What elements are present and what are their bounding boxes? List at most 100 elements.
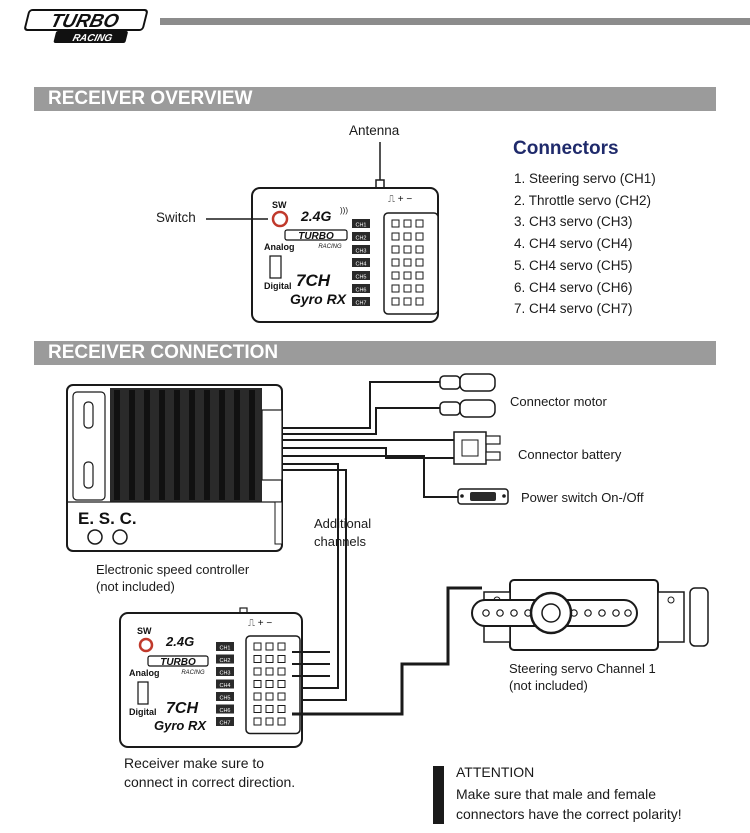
channel-tag-text: CH1 [355, 223, 366, 229]
steering-servo [471, 579, 709, 651]
esc-unit: E. S. C. [66, 384, 283, 552]
header-pin [415, 245, 424, 254]
receiver-sw-label: SW [137, 626, 152, 636]
horn-hole [598, 609, 606, 617]
horn-hole [482, 609, 490, 617]
receiver-connection-diagram: E. S. C. SW 2.4G TURBO [66, 373, 709, 748]
header-pin [415, 297, 424, 306]
header-pin [265, 667, 274, 676]
receiver-overview-diagram: SW 2.4G ))) TURBO RACING Analog Digital … [206, 142, 439, 323]
receiver-analog-label: Analog [129, 668, 160, 678]
connector-item: 3. CH3 servo (CH3) [514, 214, 633, 230]
esc-caption: Electronic speed controller (not include… [96, 561, 249, 595]
servo-caption-line: (not included) [509, 678, 588, 693]
attention-line: connectors have the correct polarity! [456, 806, 682, 822]
channel-tag-text: CH5 [219, 696, 230, 702]
heatsink-fin [249, 390, 255, 500]
horn-hole [624, 609, 632, 617]
header-pin [415, 219, 424, 228]
receiver-note-line: Receiver make sure to [124, 755, 265, 771]
attention-title: ATTENTION [456, 764, 535, 780]
header-pin [277, 680, 286, 688]
channel-tag-text: CH4 [355, 262, 366, 268]
header-pin [403, 219, 412, 228]
turbo-racing-logo: TURBO RACING [24, 9, 148, 44]
heatsink-fin [129, 390, 135, 500]
header-pin [265, 655, 274, 663]
connector-motor-label: Connector motor [510, 394, 607, 409]
header-pin [403, 232, 412, 241]
channel-tag-text: CH4 [219, 683, 230, 689]
connector-item: 2. Throttle servo (CH2) [514, 192, 652, 208]
header-pin [265, 705, 274, 713]
switch-label: Switch [156, 210, 196, 225]
header-pin [391, 232, 400, 241]
horn-hole [510, 609, 518, 617]
channel-tag [216, 717, 234, 726]
heatsink-fin [204, 390, 210, 500]
polarity-icons: ⎍ + − [388, 194, 412, 205]
connector-item: 4. CH4 servo (CH4) [514, 236, 633, 252]
pin-header [383, 212, 439, 315]
channel-tag [216, 692, 234, 701]
channel-tag [216, 679, 234, 689]
channel-tag [352, 219, 370, 228]
receiver-digital-label: Digital [264, 281, 292, 291]
switch-button-icon [271, 210, 289, 228]
header-pin [253, 642, 262, 651]
header-pin [415, 271, 424, 280]
header-pin [391, 258, 400, 267]
channel-tag [352, 258, 370, 267]
polarity-icons: ⎍ + − [248, 618, 272, 629]
esc-caption-line: (not included) [96, 579, 175, 594]
channel-tag [216, 667, 234, 676]
channel-tag-text: CH3 [219, 671, 230, 677]
header-pin [391, 271, 400, 280]
switch-button-icon [138, 637, 154, 653]
channel-tag-text: CH6 [355, 288, 366, 294]
channel-tag [352, 297, 370, 306]
channel-tag [352, 271, 370, 280]
channel-tag [216, 642, 234, 651]
header-pin [265, 680, 274, 688]
section-title-overview: RECEIVER OVERVIEW [34, 87, 716, 111]
heatsink-fin [234, 390, 240, 500]
header-pin [391, 245, 400, 254]
section-title-connection: RECEIVER CONNECTION [34, 341, 716, 365]
receiver-brand-sub: RACING [181, 670, 205, 676]
receiver-band-label: 2.4G [300, 208, 331, 224]
channel-tag-text: CH7 [219, 721, 230, 727]
logo-subtext: RACING [71, 33, 113, 44]
channel-tag-text: CH6 [219, 708, 230, 714]
channel-tag-text: CH1 [219, 646, 230, 652]
attention-line: Make sure that male and female [456, 786, 656, 802]
esc-label: E. S. C. [78, 509, 137, 528]
header-pin [403, 258, 412, 267]
receiver-brand-text: TURBO [160, 657, 196, 668]
header-pin [253, 692, 262, 701]
additional-channels-label: Additional channels [314, 515, 371, 551]
header-pin [415, 258, 424, 267]
channel-tag [216, 654, 234, 664]
receiver-model-label: 7CH [296, 271, 331, 290]
connector-battery-label: Connector battery [518, 447, 622, 462]
header-pin [415, 284, 424, 293]
header-pin [253, 705, 262, 713]
header-pin [265, 692, 274, 701]
receiver-note-line: connect in correct direction. [124, 774, 296, 790]
signal-icon: ))) [340, 206, 348, 215]
attention-text: Make sure that male and female connector… [456, 784, 682, 824]
servo-wire [292, 586, 482, 716]
channel-tag-text: CH2 [219, 658, 230, 664]
receiver-sw-label: SW [272, 200, 287, 210]
heatsink-fin [144, 390, 150, 500]
header-pin [277, 705, 286, 713]
heatsink-fin [159, 390, 165, 500]
channel-tag-text: CH7 [355, 301, 366, 307]
logo-text: TURBO [48, 11, 121, 32]
header-pin [277, 642, 286, 651]
heatsink-fin [114, 390, 120, 500]
horn-hole [584, 609, 592, 617]
header-pin [403, 297, 412, 306]
horn-hole [612, 609, 620, 617]
